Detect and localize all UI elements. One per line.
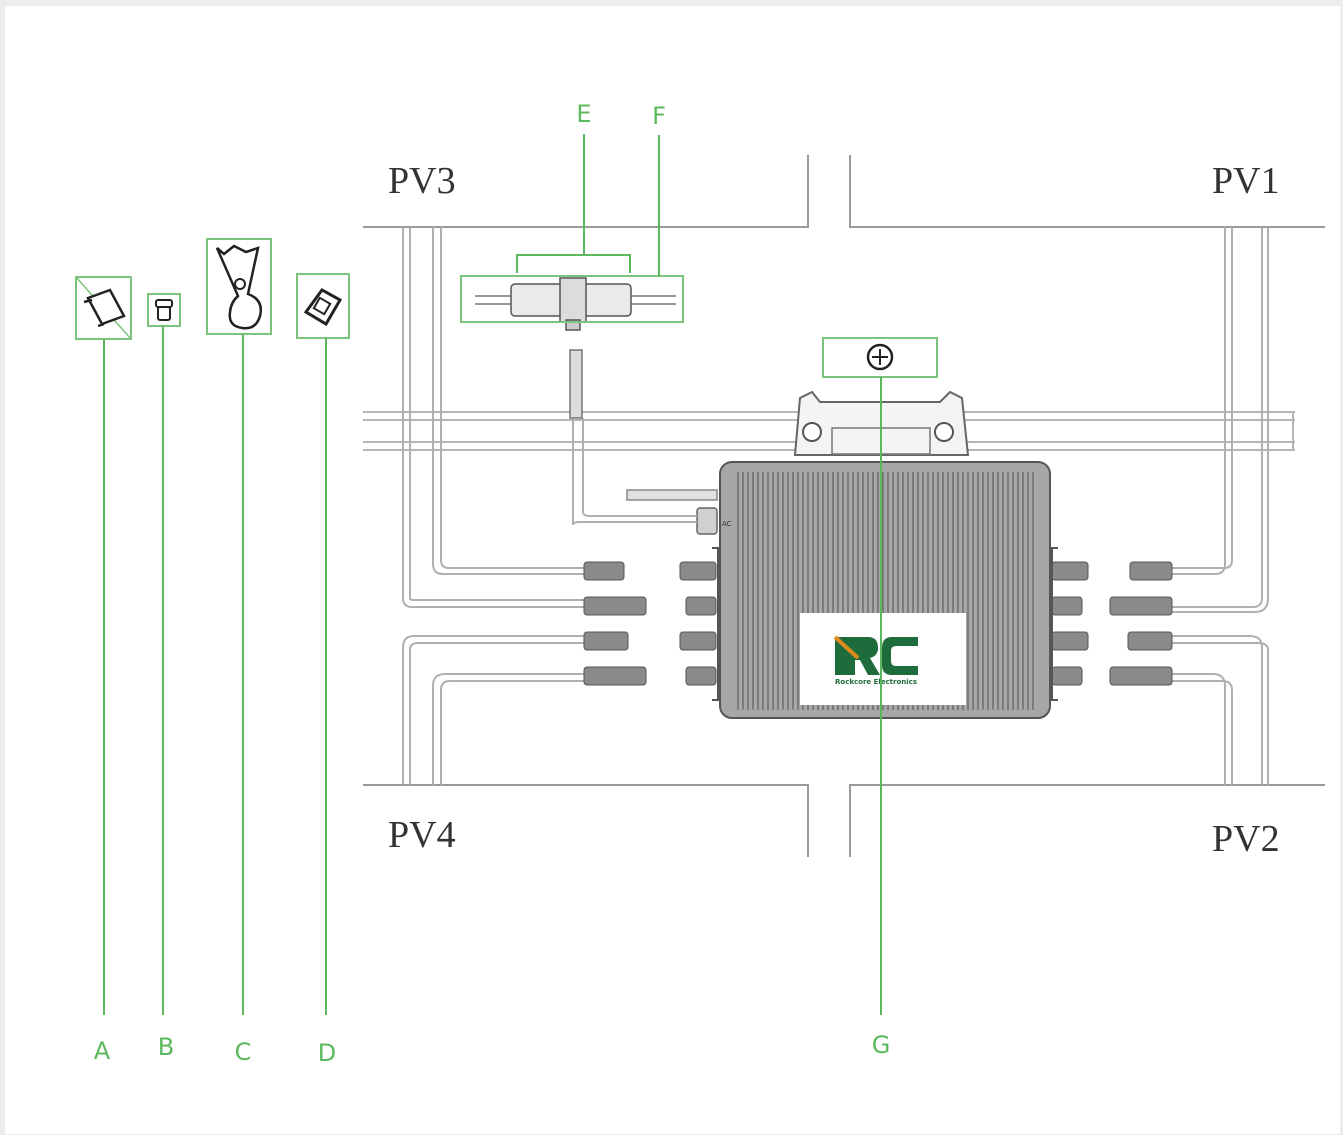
pv4-frame	[363, 784, 809, 857]
pv1-frame	[849, 155, 1325, 228]
pv2-label: PV2	[1212, 818, 1280, 860]
pv2-frame	[849, 784, 1325, 857]
antenna	[626, 489, 718, 501]
bracket-bolt-right	[934, 422, 954, 442]
pv3-label: PV3	[388, 160, 456, 202]
callout-f-box	[460, 275, 684, 323]
pv-panel-frames	[363, 155, 1325, 857]
callout-d-box	[296, 273, 350, 339]
right-connectors	[1051, 561, 1173, 686]
left-connectors	[583, 561, 717, 686]
callout-e: E	[576, 100, 591, 128]
ac-gland	[696, 507, 718, 535]
callout-c: C	[235, 1038, 252, 1066]
callout-a: A	[94, 1037, 111, 1065]
heatsink-fins	[737, 472, 1034, 710]
pv4-label: PV4	[388, 814, 456, 856]
pv1-label: PV1	[1212, 160, 1280, 202]
ac-trunk-connector	[569, 349, 583, 419]
sealing-cap-icon	[157, 306, 171, 321]
ac-port-label: AC	[722, 520, 732, 528]
micro-inverter: Rockcore Electronics AC	[626, 390, 1058, 719]
callout-b: B	[158, 1033, 174, 1061]
callout-c-box	[206, 238, 272, 335]
callout-g: G	[872, 1031, 891, 1059]
rockcore-logo: Rockcore Electronics	[833, 635, 918, 686]
end-cap-icon	[86, 288, 126, 326]
callout-f: F	[652, 102, 666, 130]
callout-e-bracket	[516, 254, 631, 273]
callout-d: D	[318, 1039, 336, 1067]
bracket-bolt-left	[802, 422, 822, 442]
panel-cables	[402, 227, 1269, 785]
pv3-frame	[363, 155, 809, 228]
logo-subtitle: Rockcore Electronics	[835, 678, 917, 686]
ac-branch-connector	[475, 277, 676, 331]
diagram-canvas	[5, 6, 1340, 1134]
